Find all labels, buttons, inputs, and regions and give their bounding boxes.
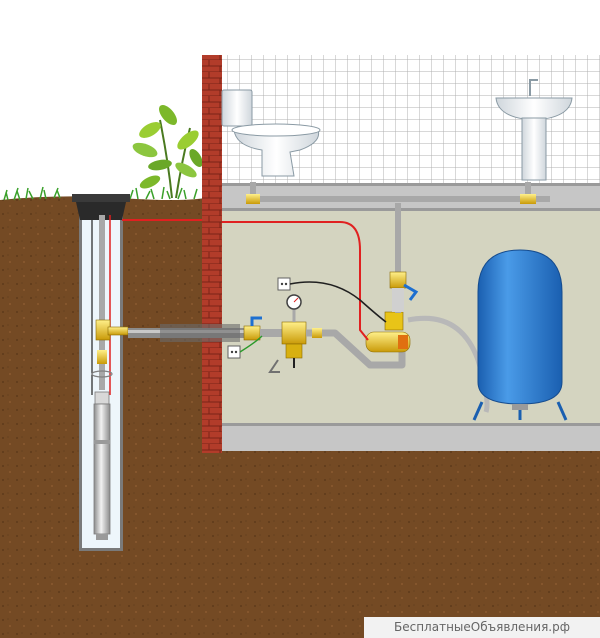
coupling: [312, 328, 322, 338]
filter-assembly: [260, 308, 307, 368]
drain-tap: [268, 359, 280, 373]
supply-pipe: [128, 324, 248, 342]
grass: [3, 186, 198, 201]
submersible-pump-icon: [93, 391, 111, 540]
drop-pipe: [99, 215, 105, 390]
well-cap-icon: [72, 194, 130, 220]
pipe-to-pump: [306, 329, 406, 369]
pitless-adapter: [95, 319, 129, 341]
check-valve: [91, 350, 113, 378]
main-ball-valve: [243, 316, 262, 341]
power-cable-red: [222, 221, 369, 341]
expansion-tank-icon: [472, 249, 568, 421]
brick-wall: [202, 55, 222, 453]
watermark-text: БесплатныеОбъявления.рф: [364, 617, 600, 638]
ground-wire: [239, 335, 263, 353]
pressure-gauge-icon: [286, 294, 302, 310]
riser-pipe: [389, 203, 419, 313]
valve-handle-icon: [250, 316, 262, 326]
toilet-icon: [221, 89, 321, 177]
plant-icon: [132, 105, 203, 199]
distribution-pipe: [246, 182, 550, 204]
basement-floor: [222, 423, 600, 451]
control-cable-black: [289, 281, 387, 323]
sink-icon: [495, 79, 573, 181]
